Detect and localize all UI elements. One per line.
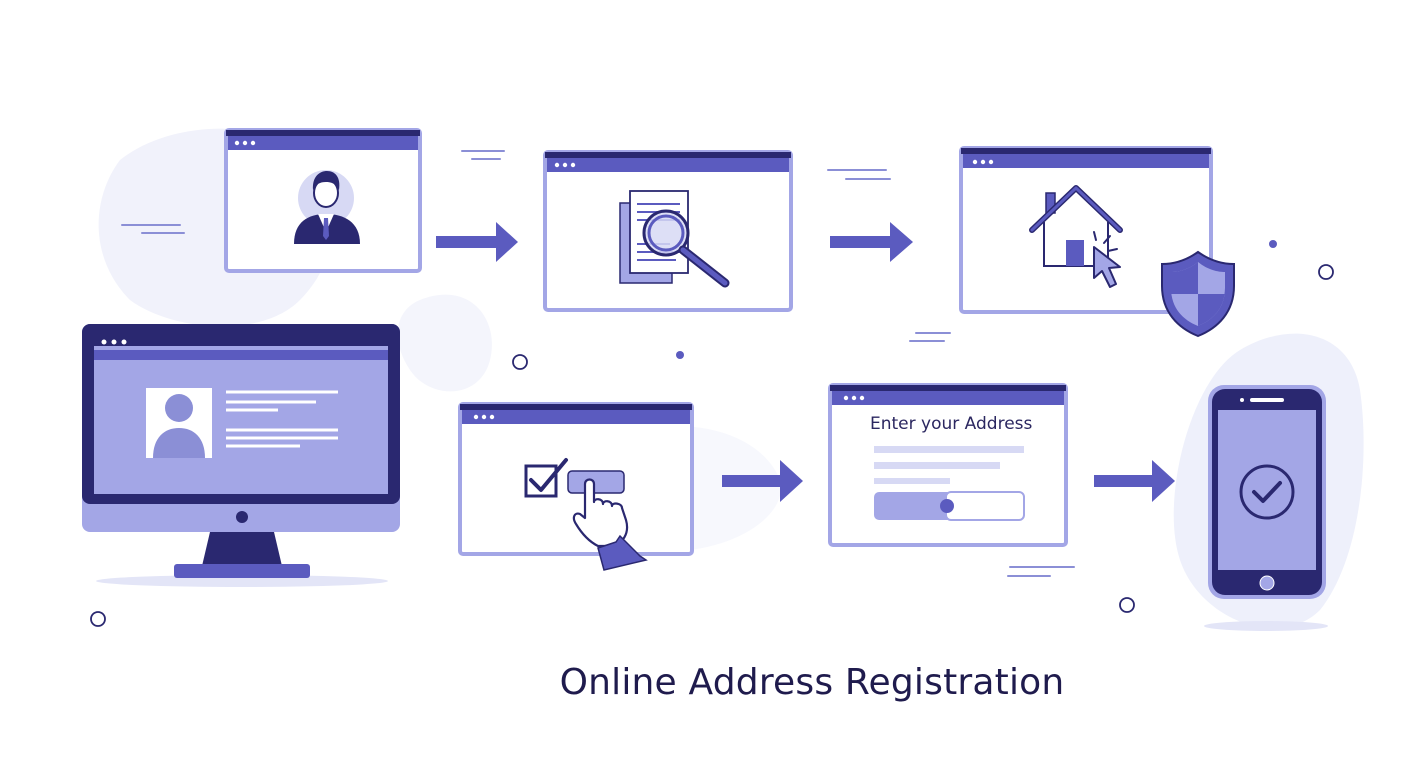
flow-arrow-4 (1094, 460, 1175, 502)
address-form-label: Enter your Address (870, 414, 1033, 434)
page-title: Online Address Registration (559, 662, 1065, 703)
pointing-hand-icon (572, 478, 648, 571)
cursor-icon (1093, 231, 1121, 288)
step-window-house (959, 146, 1213, 314)
step-window-document-search (543, 150, 793, 312)
desktop-computer-icon (82, 324, 400, 587)
checkbox-click-icon (524, 458, 648, 571)
document-search-icon (619, 190, 730, 288)
house-location-icon (1029, 185, 1123, 288)
flow-arrow-1 (436, 222, 518, 262)
step-window-user (224, 128, 422, 273)
decorative-dashes (121, 150, 1075, 577)
flow-arrow-3 (722, 460, 803, 502)
address-form-icon (874, 446, 1025, 521)
step-window-address-form (828, 383, 1068, 547)
mobile-confirmation-icon (1204, 385, 1328, 631)
decorative-circles (90, 264, 1334, 627)
security-shield-icon (1161, 250, 1235, 338)
decorative-dots (676, 240, 1277, 359)
flow-arrow-2 (830, 222, 913, 262)
step-window-checkbox (458, 402, 694, 571)
user-profile-icon (294, 170, 360, 244)
